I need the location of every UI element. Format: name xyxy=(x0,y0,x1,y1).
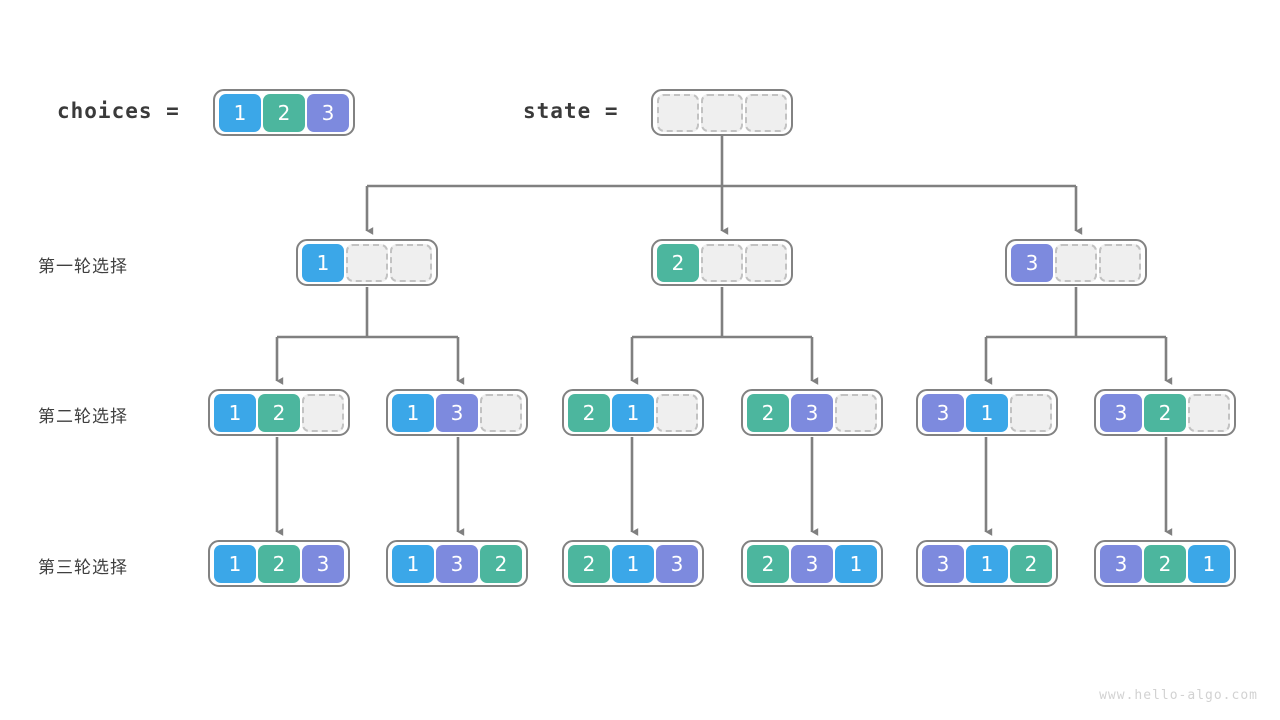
round-2-1-cell-2: 2 xyxy=(258,393,300,432)
row-label-round-3: 第三轮选择 xyxy=(38,558,128,577)
round-3-1-cell-2: 2 xyxy=(258,544,300,583)
round-3-2-cell-1: 1 xyxy=(392,544,434,583)
state-cell-2 xyxy=(701,93,743,132)
round-3-3-cell-2: 1 xyxy=(612,544,654,583)
round-2-4-cell-2: 3 xyxy=(791,393,833,432)
round-2-3-cell-2: 1 xyxy=(612,393,654,432)
round-2-4-cell-3 xyxy=(835,393,877,432)
node-round-1-1: 1 xyxy=(296,239,438,286)
round-3-2-cell-2: 3 xyxy=(436,544,478,583)
round-3-6-cell-1: 3 xyxy=(1100,544,1142,583)
round-1-2-cell-1: 2 xyxy=(657,243,699,282)
round-2-6-cell-1: 3 xyxy=(1100,393,1142,432)
round-2-6-cell-3 xyxy=(1188,393,1230,432)
watermark: www.hello-algo.com xyxy=(1099,688,1258,703)
row-label-round-2: 第二轮选择 xyxy=(38,407,128,426)
round-2-2-cell-1: 1 xyxy=(392,393,434,432)
choices-label: choices = xyxy=(57,99,180,123)
round-3-3-cell-1: 2 xyxy=(568,544,610,583)
round-2-3-cell-1: 2 xyxy=(568,393,610,432)
round-2-5-cell-3 xyxy=(1010,393,1052,432)
round-3-1-cell-1: 1 xyxy=(214,544,256,583)
node-round-1-2: 2 xyxy=(651,239,793,286)
round-1-1-cell-3 xyxy=(390,243,432,282)
round-3-6-cell-2: 2 xyxy=(1144,544,1186,583)
round-3-4-cell-2: 3 xyxy=(791,544,833,583)
round-3-5-cell-2: 1 xyxy=(966,544,1008,583)
round-3-1-cell-3: 3 xyxy=(302,544,344,583)
round-1-3-cell-2 xyxy=(1055,243,1097,282)
round-2-1-cell-1: 1 xyxy=(214,393,256,432)
round-2-2-cell-3 xyxy=(480,393,522,432)
round-3-4-cell-1: 2 xyxy=(747,544,789,583)
choices-cell-2: 2 xyxy=(263,93,305,132)
row-label-round-1: 第一轮选择 xyxy=(38,257,128,276)
round-2-1-cell-3 xyxy=(302,393,344,432)
state-label: state = xyxy=(523,99,619,123)
round-2-5-cell-1: 3 xyxy=(922,393,964,432)
round-3-5-cell-1: 3 xyxy=(922,544,964,583)
state-array xyxy=(651,89,793,136)
round-2-6-cell-2: 2 xyxy=(1144,393,1186,432)
round-3-4-cell-3: 1 xyxy=(835,544,877,583)
round-2-5-cell-2: 1 xyxy=(966,393,1008,432)
node-round-1-3: 3 xyxy=(1005,239,1147,286)
round-1-2-cell-3 xyxy=(745,243,787,282)
round-2-4-cell-1: 2 xyxy=(747,393,789,432)
round-1-3-cell-1: 3 xyxy=(1011,243,1053,282)
round-3-6-cell-3: 1 xyxy=(1188,544,1230,583)
round-2-3-cell-3 xyxy=(656,393,698,432)
round-3-2-cell-3: 2 xyxy=(480,544,522,583)
round-1-3-cell-3 xyxy=(1099,243,1141,282)
choices-cell-3: 3 xyxy=(307,93,349,132)
choices-cell-1: 1 xyxy=(219,93,261,132)
round-1-1-cell-1: 1 xyxy=(302,243,344,282)
round-1-1-cell-2 xyxy=(346,243,388,282)
state-cell-3 xyxy=(745,93,787,132)
round-3-3-cell-3: 3 xyxy=(656,544,698,583)
round-2-2-cell-2: 3 xyxy=(436,393,478,432)
round-1-2-cell-2 xyxy=(701,243,743,282)
round-3-5-cell-3: 2 xyxy=(1010,544,1052,583)
state-cell-1 xyxy=(657,93,699,132)
